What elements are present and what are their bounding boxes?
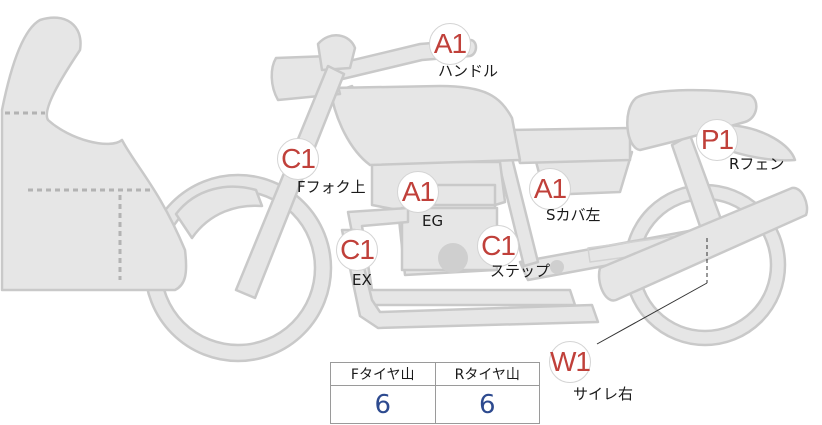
part-label-step: ステップ	[490, 262, 551, 280]
part-label-front-fork: Fフォク上	[297, 178, 366, 196]
top-clamp	[316, 34, 357, 72]
part-marker-exhaust[interactable]: C1	[336, 229, 378, 271]
tire-tread-table: Fタイヤ山 Rタイヤ山 6 6	[330, 362, 540, 424]
tire-table-header-row: Fタイヤ山 Rタイヤ山	[330, 362, 540, 386]
part-marker-front-fork[interactable]: C1	[277, 138, 319, 180]
part-marker-handle[interactable]: A1	[429, 23, 471, 65]
fuel-tank	[328, 84, 522, 167]
part-marker-muffler[interactable]: W1	[549, 341, 591, 383]
muffler	[597, 186, 809, 302]
part-label-engine: EG	[422, 212, 444, 230]
rear-tire-header: Rタイヤ山	[434, 362, 540, 386]
seat	[626, 88, 758, 152]
engine-cover-dot	[438, 243, 468, 273]
front-fairing	[0, 16, 188, 292]
front-tire-value: 6	[330, 385, 436, 424]
part-label-muffler: サイレ右	[573, 385, 634, 403]
part-marker-rear-fender[interactable]: P1	[696, 119, 738, 161]
part-label-exhaust: EX	[352, 271, 372, 289]
rear-frame	[508, 126, 632, 165]
rear-fender	[720, 123, 797, 162]
part-label-handle: ハンドル	[438, 62, 499, 80]
muffler-leader-line	[596, 282, 708, 345]
step-dot	[550, 260, 564, 274]
tire-table-value-row: 6 6	[330, 385, 540, 424]
front-fender	[174, 185, 264, 240]
part-label-rear-fender: Rフェン	[729, 155, 785, 173]
part-marker-side-cover[interactable]: A1	[529, 168, 571, 210]
front-fork	[234, 64, 346, 300]
part-marker-step[interactable]: C1	[477, 225, 519, 267]
engine-crankcase	[400, 206, 499, 272]
rear-tire-value: 6	[434, 385, 540, 424]
part-label-side-cover: Sカバ左	[546, 206, 601, 224]
front-tire-header: Fタイヤ山	[330, 362, 436, 386]
part-marker-engine[interactable]: A1	[397, 171, 439, 213]
